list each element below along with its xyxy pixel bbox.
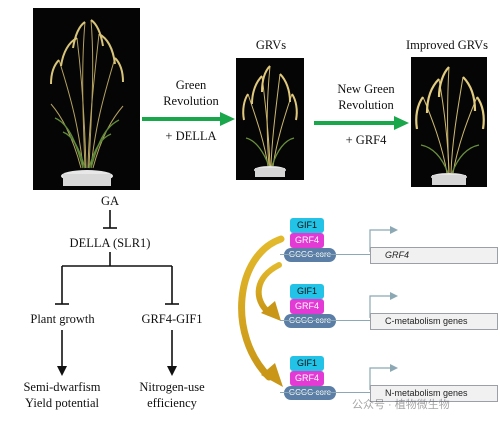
complex-n-metabolism: GIF1 GRF4 GCGG core N-metabolism genes: [280, 356, 500, 416]
gcgg-core: GCGG core: [284, 314, 336, 328]
watermark: 公众号 · 植物微生物: [352, 399, 450, 411]
improved-grvs-label: Improved GRVs: [406, 38, 488, 52]
gene-box-grf4: GRF4: [370, 247, 498, 264]
curved-arrows: [238, 235, 285, 387]
ga-label: GA: [100, 194, 120, 208]
gene-box-c-metabolism: C-metabolism genes: [370, 313, 498, 330]
arrow2-label-below: + GRF4: [345, 133, 387, 147]
arrow1-label-below: + DELLA: [165, 129, 217, 143]
dna-line: [280, 254, 370, 255]
grf4-protein: GRF4: [290, 233, 324, 248]
grf4-gif1-label: GRF4-GIF1: [141, 312, 203, 326]
della-label: DELLA (SLR1): [69, 236, 151, 250]
nitrogen-use-label: Nitrogen-use: [139, 380, 205, 394]
photo-grvs: [236, 58, 304, 180]
semi-dwarfism-label: Semi-dwarfism: [23, 380, 101, 394]
complex-grf4-gene: GIF1 GRF4 GCGG core GRF4: [280, 218, 500, 278]
plant-growth-label: Plant growth: [30, 312, 95, 326]
green-arrow-icon: [314, 116, 409, 130]
arrow2-label-line1: New Green: [337, 82, 395, 96]
pathway-connectors: [55, 210, 179, 376]
down-arrow-icon: [57, 366, 67, 376]
transcription-start-arrow-icon: [369, 226, 398, 252]
gene-box-n-metabolism: N-metabolism genes: [370, 385, 498, 402]
complex-c-metabolism: GIF1 GRF4 GCGG core C-metabolism genes: [280, 284, 500, 344]
arrow1-label-line1: Green: [175, 78, 207, 92]
dna-line: [280, 392, 370, 393]
grvs-label: GRVs: [255, 38, 287, 52]
yield-potential-label: Yield potential: [25, 396, 99, 410]
transcription-start-arrow-icon: [369, 292, 398, 318]
arrow2-label-line2: Revolution: [338, 98, 394, 112]
grf4-protein: GRF4: [290, 371, 324, 386]
photo-original-variety: [33, 8, 140, 190]
gcgg-core: GCGG core: [284, 386, 336, 400]
gif1-protein: GIF1: [290, 356, 324, 371]
gif1-protein: GIF1: [290, 284, 324, 299]
arrow1-label-line2: Revolution: [163, 94, 219, 108]
green-arrow-icon: [142, 112, 235, 126]
photo-improved-grvs: [411, 57, 487, 187]
gif1-protein: GIF1: [290, 218, 324, 233]
transcription-start-arrow-icon: [369, 364, 398, 390]
grf4-protein: GRF4: [290, 299, 324, 314]
efficiency-label: efficiency: [147, 396, 197, 410]
gcgg-core: GCGG core: [284, 248, 336, 262]
down-arrow-icon: [167, 366, 177, 376]
dna-line: [280, 320, 370, 321]
